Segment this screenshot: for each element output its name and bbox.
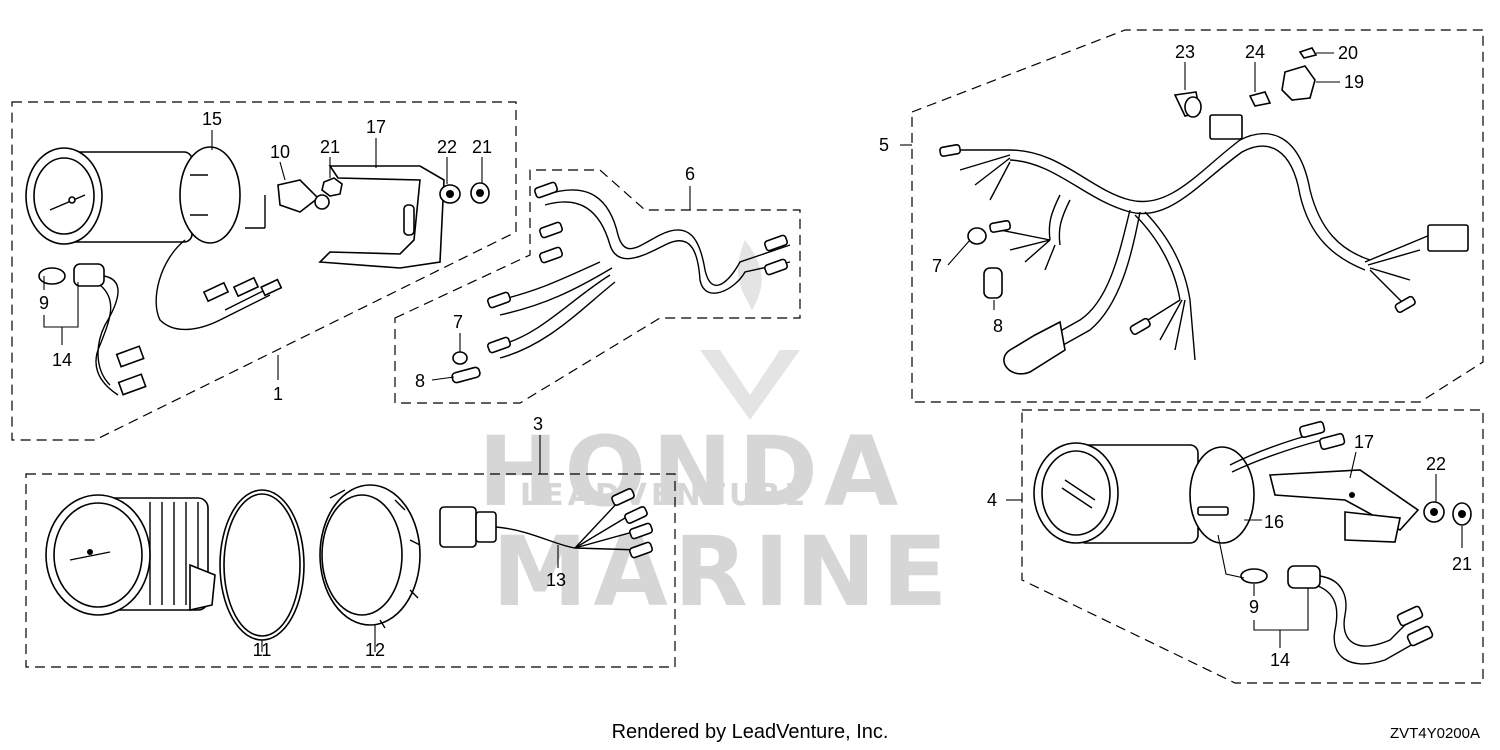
callout-21-top-right: 21 — [472, 137, 492, 157]
callout-17-top: 17 — [366, 117, 386, 137]
callout-22-bottom: 22 — [1426, 454, 1446, 474]
callout-6: 6 — [685, 164, 695, 184]
watermark-marine: MARINE — [492, 516, 953, 628]
callout-11: 11 — [253, 640, 272, 660]
callout-14-bottom: 14 — [1270, 650, 1290, 670]
callout-20: 20 — [1338, 43, 1358, 63]
callout-8-mid: 8 — [415, 371, 425, 391]
harness-13[interactable] — [439, 488, 654, 559]
gasket-ring[interactable] — [179, 146, 241, 244]
label-20[interactable] — [1298, 47, 1318, 59]
watermark: HONDA LEADVENTURE MARINE — [478, 240, 953, 628]
callout-5: 5 — [879, 135, 889, 155]
socket-14a[interactable] — [73, 263, 147, 396]
callout-23: 23 — [1175, 42, 1195, 62]
group-meter-3: 3 13 11 12 — [25, 414, 676, 668]
socket-14b[interactable] — [1287, 565, 1434, 665]
plug-7b[interactable] — [967, 227, 987, 245]
callout-9-bottom: 9 — [1249, 597, 1259, 617]
gauge-4[interactable] — [1033, 442, 1199, 544]
callout-13: 13 — [546, 570, 566, 590]
callout-3: 3 — [533, 414, 543, 434]
group-1-boundary — [11, 101, 517, 441]
callout-22-top: 22 — [437, 137, 457, 157]
harness-6[interactable] — [486, 181, 791, 359]
gauge-3[interactable] — [45, 494, 216, 616]
group-5-boundary — [911, 29, 1484, 403]
callout-21-bottom: 21 — [1452, 554, 1472, 574]
bezel-12[interactable] — [319, 484, 421, 629]
callout-19: 19 — [1344, 72, 1364, 92]
nut-21a[interactable] — [321, 177, 343, 197]
callout-24: 24 — [1245, 42, 1265, 62]
callout-14-left: 14 — [52, 350, 72, 370]
group-harness-6: 6 7 8 — [394, 164, 801, 404]
gasket-16[interactable] — [1189, 446, 1255, 544]
connector-5[interactable] — [1427, 224, 1469, 252]
bracket-17b[interactable] — [1268, 469, 1420, 543]
watermark-brand: HONDA — [478, 416, 904, 528]
fuse-24[interactable] — [1248, 91, 1272, 107]
group-meter-4: 4 17 22 16 21 9 14 — [987, 409, 1484, 684]
group-6-boundary — [394, 169, 801, 404]
tube-8a[interactable] — [451, 366, 481, 384]
gauge-1-lead — [155, 239, 221, 331]
callout-12: 12 — [365, 640, 385, 660]
callout-15: 15 — [202, 109, 222, 129]
callout-10: 10 — [270, 142, 290, 162]
bulb-9b[interactable] — [1240, 568, 1268, 584]
callout-16: 16 — [1264, 512, 1284, 532]
callout-8-right: 8 — [993, 316, 1003, 336]
bracket-17a[interactable] — [318, 165, 445, 269]
callout-9-left: 9 — [39, 293, 49, 313]
plug-7a[interactable] — [452, 351, 468, 365]
group-3-boundary — [25, 473, 676, 668]
callout-7-mid: 7 — [453, 312, 463, 332]
footer-diagram-code: ZVT4Y0200A — [1390, 725, 1480, 742]
gauge-15[interactable] — [25, 147, 193, 245]
clamp-10[interactable] — [245, 179, 330, 229]
bulb-9a[interactable] — [38, 267, 66, 285]
cap-19[interactable] — [1281, 65, 1316, 101]
group-meter-1: 15 10 21 17 22 21 9 14 1 — [11, 101, 517, 441]
watermark-logo-icon — [700, 240, 800, 420]
watermark-brand-sub: LEADVENTURE — [520, 478, 809, 513]
clip-23[interactable] — [1173, 91, 1202, 118]
stud-16 — [1197, 506, 1229, 516]
callout-7-right: 7 — [932, 256, 942, 276]
callout-21-top: 21 — [320, 137, 340, 157]
callout-17-bottom: 17 — [1354, 432, 1374, 452]
footer-rendered-by: Rendered by LeadVenture, Inc. — [612, 721, 889, 743]
tube-8b[interactable] — [983, 267, 1003, 299]
callout-1: 1 — [273, 384, 283, 404]
harness-5[interactable] — [939, 114, 1469, 375]
callout-4: 4 — [987, 490, 997, 510]
group-harness-5: 23 24 20 19 5 7 8 — [879, 29, 1484, 403]
group-4-boundary — [1021, 409, 1484, 684]
